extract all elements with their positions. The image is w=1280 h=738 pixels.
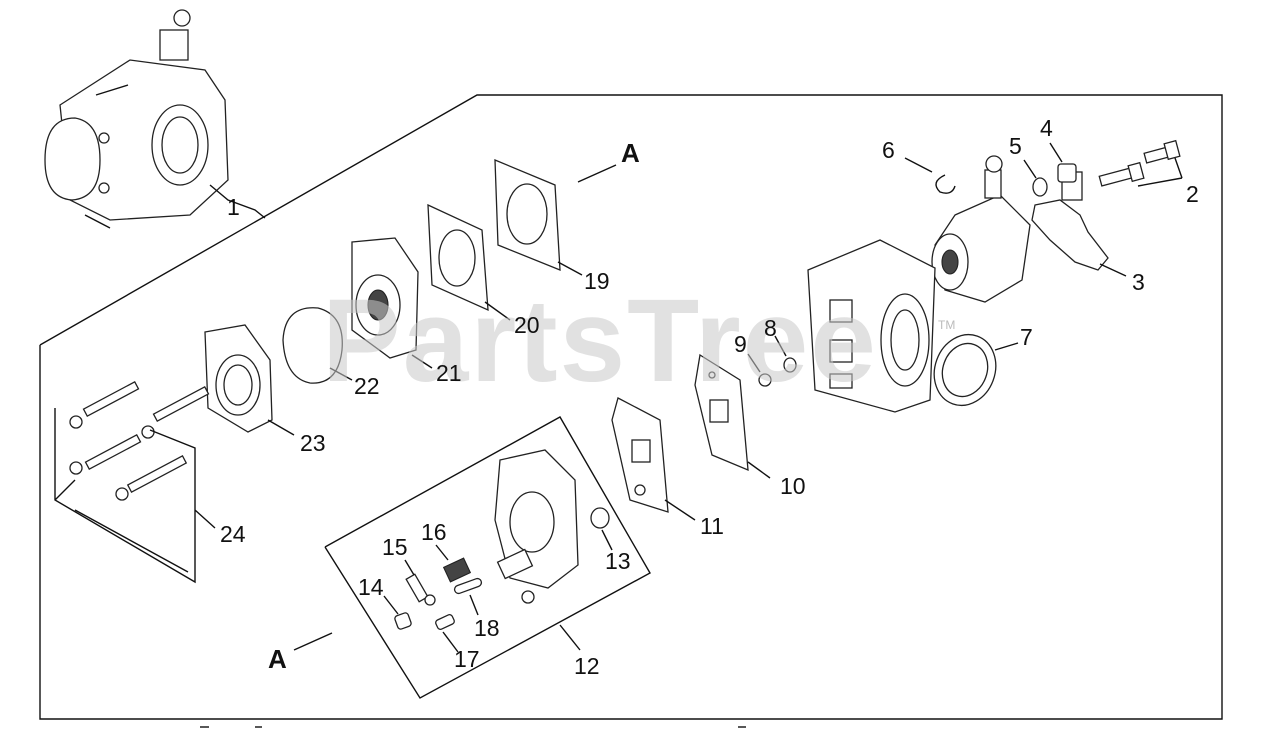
- callout-18: 18: [474, 615, 500, 641]
- callout-22: 22: [354, 373, 380, 399]
- nut-part-9: [758, 373, 772, 387]
- nut-part-4: [1057, 163, 1077, 183]
- leader-line-2: [1137, 157, 1183, 187]
- washer-part-8: [783, 357, 797, 373]
- callout-15: 15: [382, 534, 408, 560]
- callout-16: 16: [421, 519, 447, 545]
- screws-part-24: [69, 380, 210, 501]
- pin-part-18: [453, 577, 483, 595]
- leader-line-10: [747, 461, 771, 479]
- leader-line-16: [435, 544, 449, 561]
- gasket-part-19: [494, 159, 561, 271]
- throttle-body: [931, 155, 1031, 303]
- plate-part-10: [694, 353, 749, 472]
- leader-line-15: [404, 559, 415, 576]
- view-label-a-top: A: [621, 138, 640, 168]
- callout-21: 21: [436, 360, 462, 386]
- leader-line-6: [904, 157, 933, 173]
- diaphragm-part-11: [611, 397, 669, 513]
- callout-9: 9: [734, 331, 747, 357]
- leader-line-1: [209, 184, 266, 219]
- watermark: PartsTree: [322, 275, 878, 407]
- callout-24: 24: [220, 521, 246, 547]
- callout-7: 7: [1020, 324, 1033, 350]
- callout-8: 8: [764, 315, 777, 341]
- leader-line-8: [774, 335, 787, 357]
- leader-line-21: [411, 354, 433, 369]
- pump-body: [494, 449, 579, 604]
- spring-part-16: [442, 557, 472, 583]
- exploded-view-frame: [39, 94, 1223, 720]
- callout-13: 13: [605, 548, 631, 574]
- callout-11: 11: [700, 513, 724, 539]
- leader-line-19: [557, 261, 583, 276]
- callout-14: 14: [358, 574, 384, 600]
- leader-line-17: [442, 631, 459, 653]
- callout-1: 1: [227, 194, 240, 220]
- callout-19: 19: [584, 268, 610, 294]
- view-a-arrow-bottom: [293, 632, 333, 651]
- leader-line-20: [484, 301, 511, 321]
- leader-line-22: [329, 367, 353, 381]
- primer-bulb-part-22: [282, 307, 343, 384]
- callout-3: 3: [1132, 269, 1145, 295]
- callout-12: 12: [574, 653, 600, 679]
- screw-part-14: [394, 612, 412, 630]
- clip-part-6: [935, 174, 956, 194]
- leader-bracket-24: [54, 408, 216, 584]
- carburetor-body: [807, 239, 936, 413]
- needle-part-15: [405, 573, 436, 606]
- callout-5: 5: [1009, 133, 1022, 159]
- callout-17: 17: [454, 646, 480, 672]
- leader-line-5: [1023, 159, 1037, 179]
- gasket-part-7: [933, 333, 997, 407]
- callout-2: 2: [1186, 181, 1199, 207]
- o-ring-part-13: [590, 507, 610, 529]
- washer-part-5: [1032, 177, 1048, 197]
- carburetor-assembly-part-1: [44, 9, 229, 229]
- leader-line-11: [664, 499, 696, 521]
- leader-line-13: [601, 529, 613, 551]
- view-a-arrow-top: [577, 164, 617, 183]
- callout-6: 6: [882, 137, 895, 163]
- needle-part-17: [435, 614, 455, 630]
- leader-line-9: [747, 353, 761, 373]
- callout-20: 20: [514, 312, 540, 338]
- callout-4: 4: [1040, 115, 1053, 141]
- watermark-trademark: TM: [938, 318, 956, 332]
- flange-part-23: [204, 324, 273, 433]
- leader-line-14: [383, 595, 399, 615]
- group-box-part-12: [324, 416, 651, 699]
- cover-part-21: [351, 237, 419, 359]
- leader-line-7: [994, 342, 1019, 351]
- leader-line-23: [267, 419, 295, 436]
- view-label-a-bottom: A: [268, 644, 287, 674]
- callout-10: 10: [780, 473, 806, 499]
- callout-23: 23: [300, 430, 326, 456]
- leader-line-18: [469, 594, 479, 616]
- leader-line-3: [1099, 263, 1127, 277]
- leader-line-4: [1049, 142, 1063, 163]
- leader-line-12: [559, 624, 581, 651]
- screw-part-2: [1098, 139, 1181, 187]
- diaphragm-part-20: [427, 203, 489, 312]
